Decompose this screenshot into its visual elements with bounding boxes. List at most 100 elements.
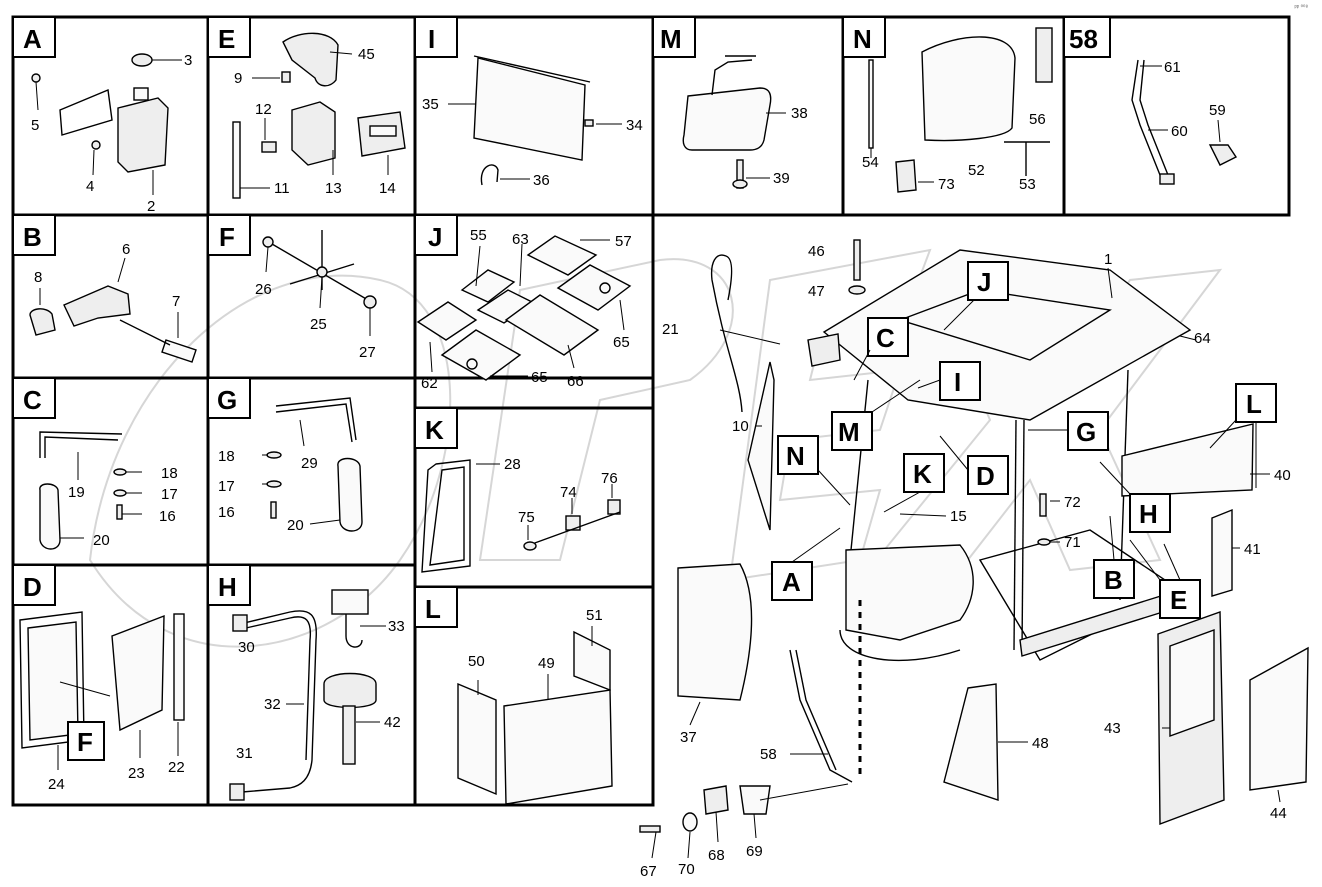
- panel-K-drawing: [421, 459, 621, 573]
- callout-15: 15: [950, 508, 967, 525]
- callout-7: 7: [172, 293, 180, 310]
- callout-62: 62: [421, 375, 438, 392]
- callout-61: 61: [1164, 59, 1181, 76]
- corner-tag: ᵖᵖ ⁰⁰⁸: [1294, 5, 1308, 11]
- callout-5: 5: [31, 117, 39, 134]
- callout-29: 29: [301, 455, 318, 472]
- callout-50: 50: [468, 653, 485, 670]
- callout-74: 74: [560, 484, 577, 501]
- panel-A-drawing: [31, 53, 182, 195]
- callout-1: 1: [1104, 251, 1112, 268]
- callout-9: 9: [234, 70, 242, 87]
- panel-label-H: H: [218, 572, 237, 602]
- callout-53: 53: [1019, 176, 1036, 193]
- main-letter-C: C: [876, 323, 895, 353]
- callout-47: 47: [808, 283, 825, 300]
- callout-56: 56: [1029, 111, 1046, 128]
- callout-44: 44: [1270, 805, 1287, 822]
- main-letter-M: M: [838, 417, 860, 447]
- panel-label-J: J: [428, 222, 442, 252]
- panel-label-B: B: [23, 222, 42, 252]
- panel-D-callouts: 24 23 22: [48, 759, 185, 793]
- callout-42: 42: [384, 714, 401, 731]
- callout-11: 11: [274, 180, 290, 197]
- main-letter-boxes: [771, 261, 1277, 619]
- callout-57: 57: [615, 233, 632, 250]
- callout-18-G: 18: [218, 448, 235, 465]
- callout-19: 19: [68, 484, 85, 501]
- panel-N-drawing: [868, 27, 1053, 193]
- panel-M-callouts: 38 39: [773, 105, 808, 187]
- callout-17: 17: [161, 486, 178, 503]
- main-letter-J: J: [977, 267, 991, 297]
- callout-38: 38: [791, 105, 808, 122]
- callout-40: 40: [1274, 467, 1291, 484]
- panel-E-drawing: [232, 32, 406, 199]
- callout-35: 35: [422, 96, 439, 113]
- panel-label-L: L: [425, 594, 441, 624]
- callout-25: 25: [310, 316, 327, 333]
- callout-68: 68: [708, 847, 725, 864]
- callout-20-G: 20: [287, 517, 304, 534]
- panel-label-A: A: [23, 24, 42, 54]
- main-letter-A: A: [782, 567, 801, 597]
- callout-14: 14: [379, 180, 396, 197]
- panel-H-drawing: [229, 589, 386, 801]
- main-callouts: 46 1 47 21 64 10 40 72 15 71 41 37 58 48…: [640, 243, 1291, 880]
- callout-48: 48: [1032, 735, 1049, 752]
- main-letter-leaders: [791, 299, 1257, 581]
- panel-label-M: M: [660, 24, 682, 54]
- callout-43: 43: [1104, 720, 1121, 737]
- callout-16-G: 16: [218, 504, 235, 521]
- callout-59: 59: [1209, 102, 1226, 119]
- callout-17-G: 17: [218, 478, 235, 495]
- callout-6: 6: [122, 241, 130, 258]
- panel-letter-boxes: [12, 16, 1111, 628]
- callout-32: 32: [264, 696, 281, 713]
- callout-71: 71: [1064, 534, 1081, 551]
- panel-J-callouts: 55 63 57 65 62 65 66: [421, 227, 632, 392]
- callout-65: 65: [613, 334, 630, 351]
- panel-D-drawing: [19, 611, 185, 770]
- callout-66: 66: [567, 373, 584, 390]
- main-letter-L: L: [1246, 389, 1262, 419]
- callout-55: 55: [470, 227, 487, 244]
- callout-26: 26: [255, 281, 272, 298]
- callout-3: 3: [184, 52, 192, 69]
- panel-label-F: F: [219, 222, 235, 252]
- panel-C-drawing: [39, 431, 142, 550]
- main-letter-E: E: [1170, 585, 1187, 615]
- callout-2: 2: [147, 198, 155, 215]
- main-letter-B: B: [1104, 565, 1123, 595]
- panel-M-drawing: [682, 55, 786, 189]
- callout-31: 31: [236, 745, 253, 762]
- callout-73: 73: [938, 176, 955, 193]
- panel-I-drawing: [448, 55, 622, 186]
- panel-L-callouts: 51 50 49: [468, 607, 603, 672]
- callout-8: 8: [34, 269, 42, 286]
- callout-10: 10: [732, 418, 749, 435]
- callout-45: 45: [358, 46, 375, 63]
- panel-label-58: 58: [1069, 24, 1098, 54]
- callout-72: 72: [1064, 494, 1081, 511]
- panel-label-K: K: [425, 415, 444, 445]
- main-cab-drawing: [639, 239, 1309, 859]
- panel-E-callouts: 45 9 12 11 13 14: [234, 46, 396, 197]
- callout-75: 75: [518, 509, 535, 526]
- panel-label-I: I: [428, 24, 435, 54]
- main-letter-H: H: [1139, 499, 1158, 529]
- panel-L-drawing: [457, 626, 613, 805]
- main-letters: J C I M G L N K D H A B E: [782, 267, 1262, 615]
- panel-C-callouts: 18 19 17 16 20: [68, 465, 178, 549]
- callout-65b: 65: [531, 369, 548, 386]
- callout-12: 12: [255, 101, 272, 118]
- panel-B-drawing: [29, 257, 197, 363]
- callout-24: 24: [48, 776, 65, 793]
- callout-4: 4: [86, 178, 94, 195]
- panel-label-N: N: [853, 24, 872, 54]
- panel-label-G: G: [217, 385, 237, 415]
- callout-37: 37: [680, 729, 697, 746]
- callout-52: 52: [968, 162, 985, 179]
- panel-B-callouts: 6 8 7: [34, 241, 180, 310]
